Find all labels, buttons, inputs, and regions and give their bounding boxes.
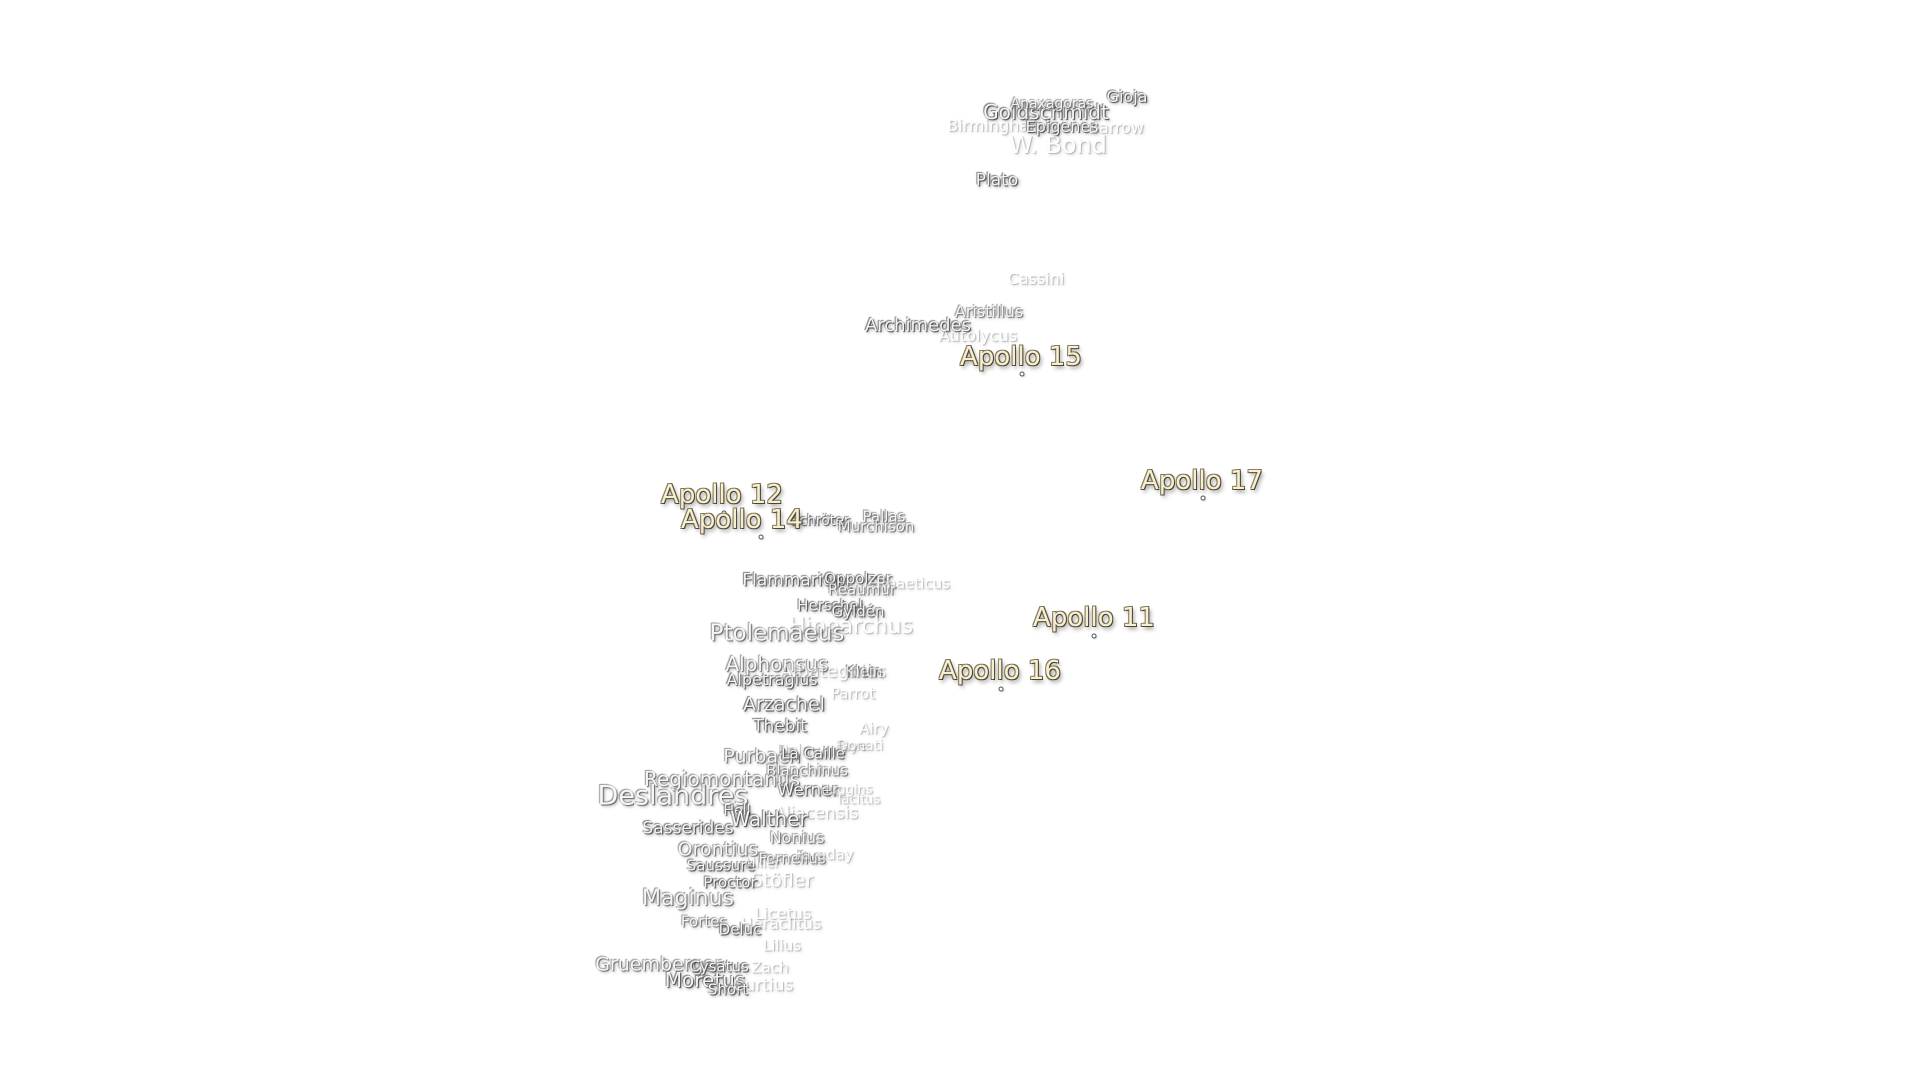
landing-site-label-apollo-12[interactable]: Apollo 12 bbox=[661, 480, 783, 510]
crater-label-flammarion[interactable]: Flammarion bbox=[742, 570, 844, 591]
crater-label-barrow[interactable]: Barrow bbox=[1087, 118, 1145, 137]
crater-label-deluc[interactable]: Deluc bbox=[718, 920, 762, 939]
crater-label-ptolemaeus[interactable]: Ptolemaeus bbox=[709, 620, 845, 647]
crater-label-fortes[interactable]: Fortes bbox=[680, 912, 728, 931]
crater-label-sasserides[interactable]: Sasserides bbox=[642, 818, 734, 839]
crater-label-albategnius[interactable]: Albategnius bbox=[779, 661, 887, 682]
crater-label-gruemberger[interactable]: Gruemberger bbox=[595, 953, 723, 976]
crater-label-airy[interactable]: Airy bbox=[859, 719, 889, 738]
crater-label-licetus[interactable]: Licetus bbox=[754, 904, 812, 923]
landing-site-marker-icon[interactable] bbox=[722, 511, 726, 515]
crater-label-goldschmidt[interactable]: Goldschmidt bbox=[983, 100, 1109, 124]
crater-label-purbach[interactable]: Purbach bbox=[723, 745, 801, 768]
crater-label-saussure[interactable]: Saussure bbox=[686, 856, 756, 875]
crater-label-nonius[interactable]: Nonius bbox=[769, 828, 825, 847]
crater-label-cassini[interactable]: Cassini bbox=[1007, 269, 1065, 288]
crater-label-la-caille[interactable]: La Caille bbox=[781, 744, 845, 763]
crater-label-gioja[interactable]: Gioja bbox=[1106, 87, 1148, 106]
crater-label-w-bond[interactable]: W. Bond bbox=[1009, 131, 1107, 159]
crater-label-regiomontanus[interactable]: Regiomontanus bbox=[643, 767, 801, 791]
crater-label-pallas[interactable]: Pallas bbox=[862, 507, 906, 526]
crater-label-epigenes[interactable]: Epigenes bbox=[1025, 117, 1099, 136]
crater-label-stofler[interactable]: Stöfler bbox=[750, 869, 814, 892]
crater-label-walther[interactable]: Walther bbox=[730, 807, 808, 831]
crater-label-hipparchus[interactable]: Hipparchus bbox=[788, 614, 914, 639]
crater-label-moretus[interactable]: Moretus bbox=[664, 968, 746, 992]
crater-label-klein[interactable]: Klein bbox=[845, 662, 883, 681]
landing-site-label-apollo-14[interactable]: Apollo 14 bbox=[681, 505, 803, 535]
crater-label-oppolzer[interactable]: Oppolzer bbox=[824, 569, 892, 588]
crater-label-reaumur[interactable]: Réaumur bbox=[828, 580, 896, 599]
landing-site-label-apollo-15[interactable]: Apollo 15 bbox=[960, 342, 1082, 372]
crater-label-anaxagoras[interactable]: Anaxagoras bbox=[1010, 96, 1094, 112]
crater-label-fernelius[interactable]: Fernelius bbox=[758, 849, 826, 868]
crater-label-blanchinus[interactable]: Blanchinus bbox=[766, 761, 848, 780]
landing-site-label-apollo-17[interactable]: Apollo 17 bbox=[1141, 466, 1263, 496]
crater-label-parrot[interactable]: Parrot bbox=[830, 684, 876, 703]
crater-label-plato[interactable]: Plato bbox=[975, 170, 1019, 191]
crater-label-alpetragius[interactable]: Alpetragius bbox=[726, 670, 818, 689]
landing-site-marker-icon[interactable] bbox=[999, 687, 1003, 691]
crater-label-zach[interactable]: Zach bbox=[751, 958, 789, 977]
landing-site-marker-icon[interactable] bbox=[1201, 496, 1205, 500]
crater-label-orontius[interactable]: Orontius bbox=[677, 838, 759, 861]
crater-label-cysatus[interactable]: Cysatus bbox=[689, 957, 749, 976]
landing-site-label-apollo-16[interactable]: Apollo 16 bbox=[939, 656, 1061, 686]
crater-label-ancillary-2[interactable]: Tacitus bbox=[835, 792, 881, 808]
crater-label-alphonsus[interactable]: Alphonsus bbox=[725, 652, 829, 676]
crater-label-ancillary-3[interactable]: Miller bbox=[744, 856, 780, 872]
crater-label-heraclitus[interactable]: Heraclitus bbox=[740, 914, 822, 933]
crater-label-archimedes[interactable]: Archimedes bbox=[864, 315, 972, 336]
landing-site-marker-icon[interactable] bbox=[1092, 634, 1096, 638]
crater-label-aristillus[interactable]: Aristillus bbox=[954, 302, 1024, 321]
crater-label-murchison[interactable]: Murchison bbox=[837, 517, 915, 536]
crater-label-herschel[interactable]: Herschel bbox=[797, 596, 863, 615]
landing-site-marker-icon[interactable] bbox=[1020, 372, 1024, 376]
landing-site-label-apollo-11[interactable]: Apollo 11 bbox=[1033, 603, 1155, 633]
crater-label-schroter[interactable]: Schröter bbox=[790, 513, 850, 529]
landing-site-marker-icon[interactable] bbox=[759, 535, 763, 539]
crater-label-aliacensis[interactable]: Aliacensis bbox=[773, 803, 859, 824]
crater-label-birmingham[interactable]: Birmingham bbox=[947, 116, 1045, 135]
crater-label-rhaeticus[interactable]: Rhaeticus bbox=[876, 574, 950, 593]
crater-label-maginus[interactable]: Maginus bbox=[642, 886, 734, 911]
crater-label-faye[interactable]: Faye bbox=[834, 738, 868, 754]
crater-label-faraday[interactable]: Faraday bbox=[794, 845, 854, 864]
crater-label-donati[interactable]: Donati bbox=[836, 738, 884, 754]
crater-label-delaunay[interactable]: Delaunay bbox=[776, 740, 848, 759]
crater-label-thebit[interactable]: Thebit bbox=[753, 716, 807, 737]
crater-label-proctor[interactable]: Proctor bbox=[703, 873, 757, 892]
crater-label-deslandres[interactable]: Deslandres bbox=[597, 780, 749, 812]
crater-label-arzachel[interactable]: Arzachel bbox=[743, 693, 825, 716]
crater-label-gylden[interactable]: Gyldén bbox=[831, 602, 885, 621]
crater-label-curtius[interactable]: Curtius bbox=[732, 975, 794, 996]
crater-label-lilius[interactable]: Lilius bbox=[762, 936, 802, 955]
crater-label-short[interactable]: Short bbox=[707, 980, 749, 999]
crater-label-ancillary-1[interactable]: Huggins bbox=[819, 782, 873, 798]
crater-label-autolycus[interactable]: Autolycus bbox=[938, 326, 1018, 345]
crater-label-hell[interactable]: Hell bbox=[723, 803, 751, 819]
crater-label-werner[interactable]: Werner bbox=[777, 780, 839, 801]
